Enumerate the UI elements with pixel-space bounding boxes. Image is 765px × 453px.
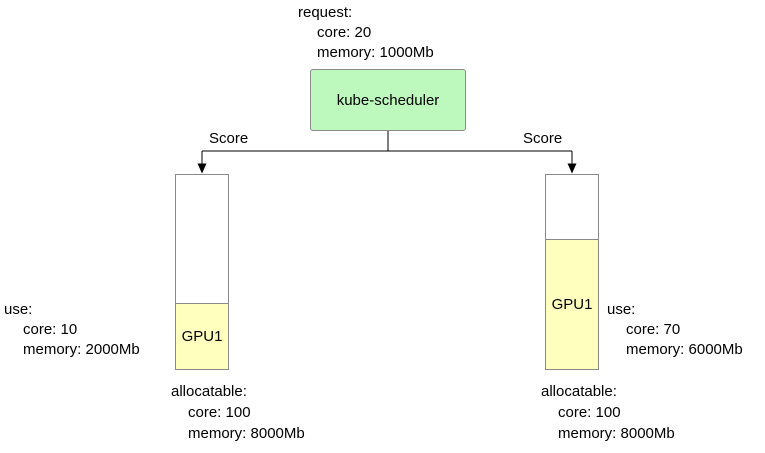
node-left-allocatable-block: allocatable: core: 100 memory: 8000Mb: [171, 381, 305, 444]
node-left-gpu-label: GPU1: [181, 328, 223, 345]
arrowhead-right-icon: [567, 163, 577, 174]
request-block: request: core: 20 memory: 1000Mb: [298, 3, 434, 63]
kube-scheduler-label: kube-scheduler: [336, 91, 440, 109]
use-core: core: 10: [23, 321, 78, 338]
use-title: use:: [607, 301, 636, 318]
allocatable-core: core: 100: [188, 404, 251, 421]
allocatable-core: core: 100: [558, 404, 621, 421]
use-core: core: 70: [626, 321, 681, 338]
request-memory: memory: 1000Mb: [317, 44, 434, 61]
allocatable-title: allocatable:: [541, 383, 617, 400]
node-right-allocatable-block: allocatable: core: 100 memory: 8000Mb: [541, 381, 675, 444]
use-title: use:: [4, 301, 33, 318]
node-left: GPU1: [175, 174, 229, 370]
score-label-left: Score: [209, 130, 249, 147]
request-core: core: 20: [317, 24, 372, 41]
request-title: request:: [298, 4, 353, 21]
node-left-gpu-fill: GPU1: [176, 303, 228, 369]
score-label-right: Score: [523, 130, 563, 147]
node-left-use-block: use: core: 10 memory: 2000Mb: [4, 300, 140, 360]
use-memory: memory: 2000Mb: [23, 341, 140, 358]
node-right-gpu-fill: GPU1: [546, 239, 598, 369]
node-right-use-block: use: core: 70 memory: 6000Mb: [607, 300, 743, 360]
node-right-gpu-label: GPU1: [551, 296, 593, 313]
kube-scheduler-box: kube-scheduler: [310, 69, 466, 131]
arrowhead-left-icon: [197, 163, 207, 174]
allocatable-memory: memory: 8000Mb: [188, 425, 305, 442]
allocatable-title: allocatable:: [171, 383, 247, 400]
use-memory: memory: 6000Mb: [626, 341, 743, 358]
allocatable-memory: memory: 8000Mb: [558, 425, 675, 442]
node-right: GPU1: [545, 174, 599, 370]
